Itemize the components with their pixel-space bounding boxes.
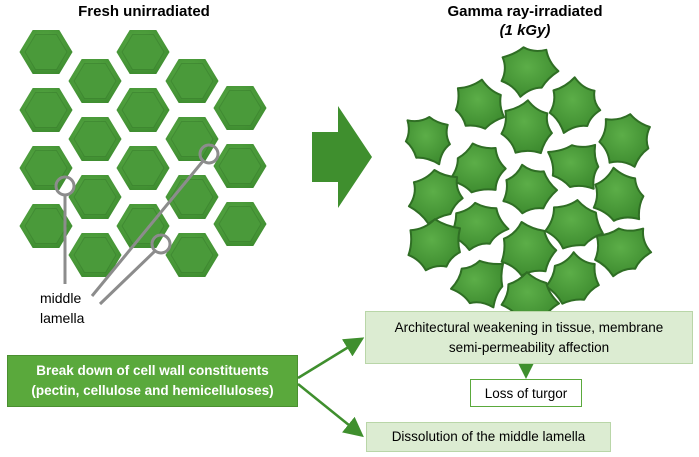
fresh-cell-face — [170, 63, 214, 99]
irradiated-cell — [500, 221, 558, 277]
label-middle: middle — [40, 290, 82, 306]
fresh-cell-face — [218, 206, 262, 242]
fresh-cell-face — [170, 237, 214, 273]
arrow-to-dissolution — [297, 383, 364, 438]
dissolution-box: Dissolution of the middle lamella — [366, 422, 611, 452]
irradiated-cell — [548, 76, 602, 134]
loss-of-turgor-box: Loss of turgor — [470, 379, 582, 407]
transition-arrow — [312, 106, 372, 208]
title-fresh: Fresh unirradiated — [78, 3, 210, 20]
cell-wall-breakdown-line1: Break down of cell wall constituents — [36, 363, 269, 378]
cell-wall-breakdown-box: Break down of cell wall constituents (pe… — [7, 355, 298, 407]
fresh-cell-face — [218, 90, 262, 126]
arrow-to-architecture — [297, 337, 365, 380]
pointer-line-2 — [90, 160, 205, 297]
fresh-cell-face — [73, 121, 117, 157]
irradiated-cell — [407, 169, 464, 225]
fresh-cell-face — [121, 92, 165, 128]
fresh-cell-grid — [16, 27, 270, 280]
irradiated-cell-cluster — [404, 46, 653, 324]
cell-wall-breakdown-line2: (pectin, cellulose and hemicelluloses) — [31, 383, 274, 398]
irradiated-cell — [544, 199, 604, 250]
flow-arrows — [297, 337, 536, 438]
irradiated-cell — [407, 218, 461, 272]
irradiated-cell — [545, 251, 600, 305]
fresh-cell-face — [24, 34, 68, 70]
middle-lamella-pointers — [54, 143, 220, 306]
title-irradiated-main: Gamma ray-irradiated — [447, 3, 603, 20]
fresh-cell-face — [121, 150, 165, 186]
irradiated-cell — [450, 259, 504, 309]
architectural-weakening-line1: Architectural weakening in tissue, membr… — [394, 319, 664, 335]
lamella-circle-2 — [198, 143, 220, 165]
irradiated-cell — [547, 143, 600, 190]
irradiated-cell — [448, 142, 507, 194]
label-lamella: lamella — [40, 310, 85, 326]
irradiated-cell — [404, 116, 451, 166]
irradiated-cell — [500, 99, 553, 155]
title-irradiated-dose: (1 kGy) — [499, 22, 551, 39]
fresh-cell-face — [24, 208, 68, 244]
fresh-cell-face — [73, 237, 117, 273]
irradiated-cell — [592, 166, 645, 222]
irradiated-cell — [502, 163, 558, 215]
lamella-circle-3 — [150, 233, 172, 255]
architectural-weakening-box: Architectural weakening in tissue, membr… — [365, 311, 693, 364]
fresh-cell-face — [73, 63, 117, 99]
fresh-cell-face — [73, 179, 117, 215]
fresh-cell-face — [121, 34, 165, 70]
irradiated-cell — [454, 78, 506, 130]
fresh-cell-face — [218, 148, 262, 184]
irradiated-cell — [449, 201, 510, 251]
fresh-cell-face — [24, 92, 68, 128]
pointer-line-3 — [98, 249, 157, 306]
irradiated-cell — [598, 113, 651, 168]
irradiated-cell — [500, 46, 560, 98]
title-irradiated: Gamma ray-irradiated (1 kGy) — [405, 2, 645, 40]
architectural-weakening-line2: semi-permeability affection — [448, 339, 610, 355]
irradiated-cell — [594, 227, 653, 278]
